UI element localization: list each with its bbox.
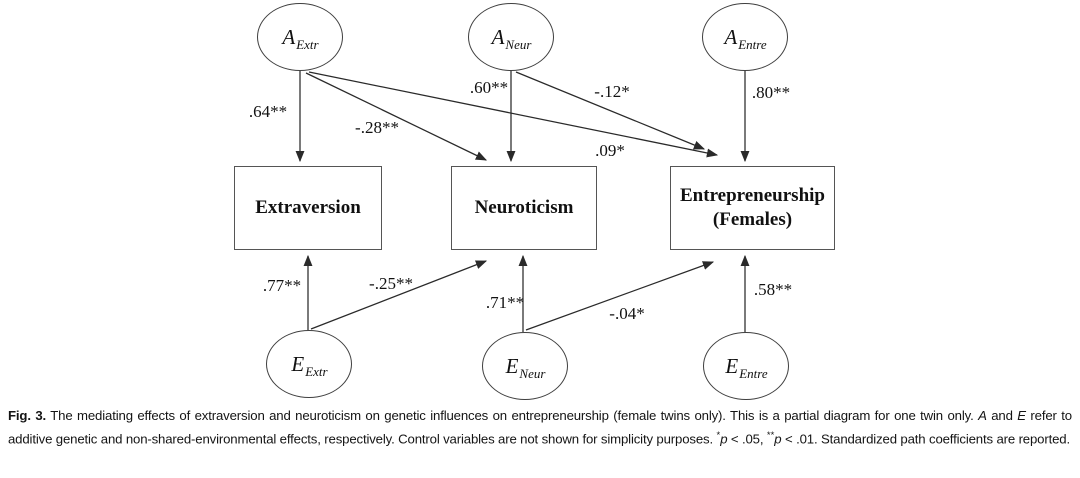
path-coefficient: -.28** [355,118,399,137]
arrow-eextr-neuroticism [310,260,488,330]
latent-node-e-extr: EExtr [266,330,352,398]
latent-node-e-entre: EEntre [703,332,789,400]
path-coefficient: -.25** [369,274,413,293]
node-symbol: EExtr [291,351,328,379]
latent-node-e-neur: ENeur [482,332,568,400]
caption-text: p [774,431,782,447]
path-coefficient: .58** [753,280,793,299]
path-coefficient: .71** [485,293,525,312]
arrow-aneur-entrepreneurship [515,71,706,150]
caption-text: A [978,408,987,423]
path-diagram-canvas: AExtr ANeur AEntre EExtr ENeur EEntre Ex… [234,3,835,400]
arrow-aextr-neuroticism [305,72,488,161]
caption-text: The mediating effects of extraversion an… [46,408,979,423]
observed-node-extraversion: Extraversion [234,166,382,250]
node-label: Neuroticism [474,197,574,219]
caption-text: E [1017,408,1026,423]
caption-text: refer to additive genetic and non-shared… [8,408,1072,447]
caption-significance-note: ** [766,430,775,441]
node-label: Extraversion [255,197,361,219]
node-symbol: ANeur [491,24,532,52]
latent-node-a-neur: ANeur [468,3,554,71]
node-label: Entrepreneurship [680,185,825,207]
caption-text: coefficients are reported. [925,431,1070,447]
figure-caption: Fig. 3. The mediating effects of extrave… [8,406,1072,449]
node-symbol: ENeur [505,353,546,381]
node-symbol: AEntre [724,24,767,52]
latent-node-a-entre: AEntre [702,3,788,71]
path-coefficient: .09* [595,141,625,160]
observed-node-entrepreneurship: Entrepreneurship (Females) [670,166,835,250]
observed-node-neuroticism: Neuroticism [451,166,597,250]
path-coefficient: -.12* [594,82,630,101]
arrow-aextr-entrepreneurship [308,71,719,158]
caption-text: p [720,431,728,447]
path-coefficient: .64** [248,102,288,121]
caption-text: and [986,408,1018,423]
caption-text: < .05, [727,431,767,447]
caption-significance-note: * [716,430,721,441]
node-symbol: AExtr [282,24,319,52]
node-label-secondary: (Females) [712,209,793,230]
path-coefficient: .80** [751,83,791,102]
path-coefficient: -.04* [609,304,645,323]
latent-node-a-extr: AExtr [257,3,343,71]
node-symbol: EEntre [725,353,768,381]
path-coefficient: .60** [469,78,509,97]
caption-fig-label: Fig. 3. [8,408,47,423]
arrow-eneur-entrepreneurship [525,261,715,331]
path-arrows-layer [295,71,750,332]
caption-text: < .01. Standardized path [781,431,926,447]
path-coefficient: .77** [262,276,302,295]
